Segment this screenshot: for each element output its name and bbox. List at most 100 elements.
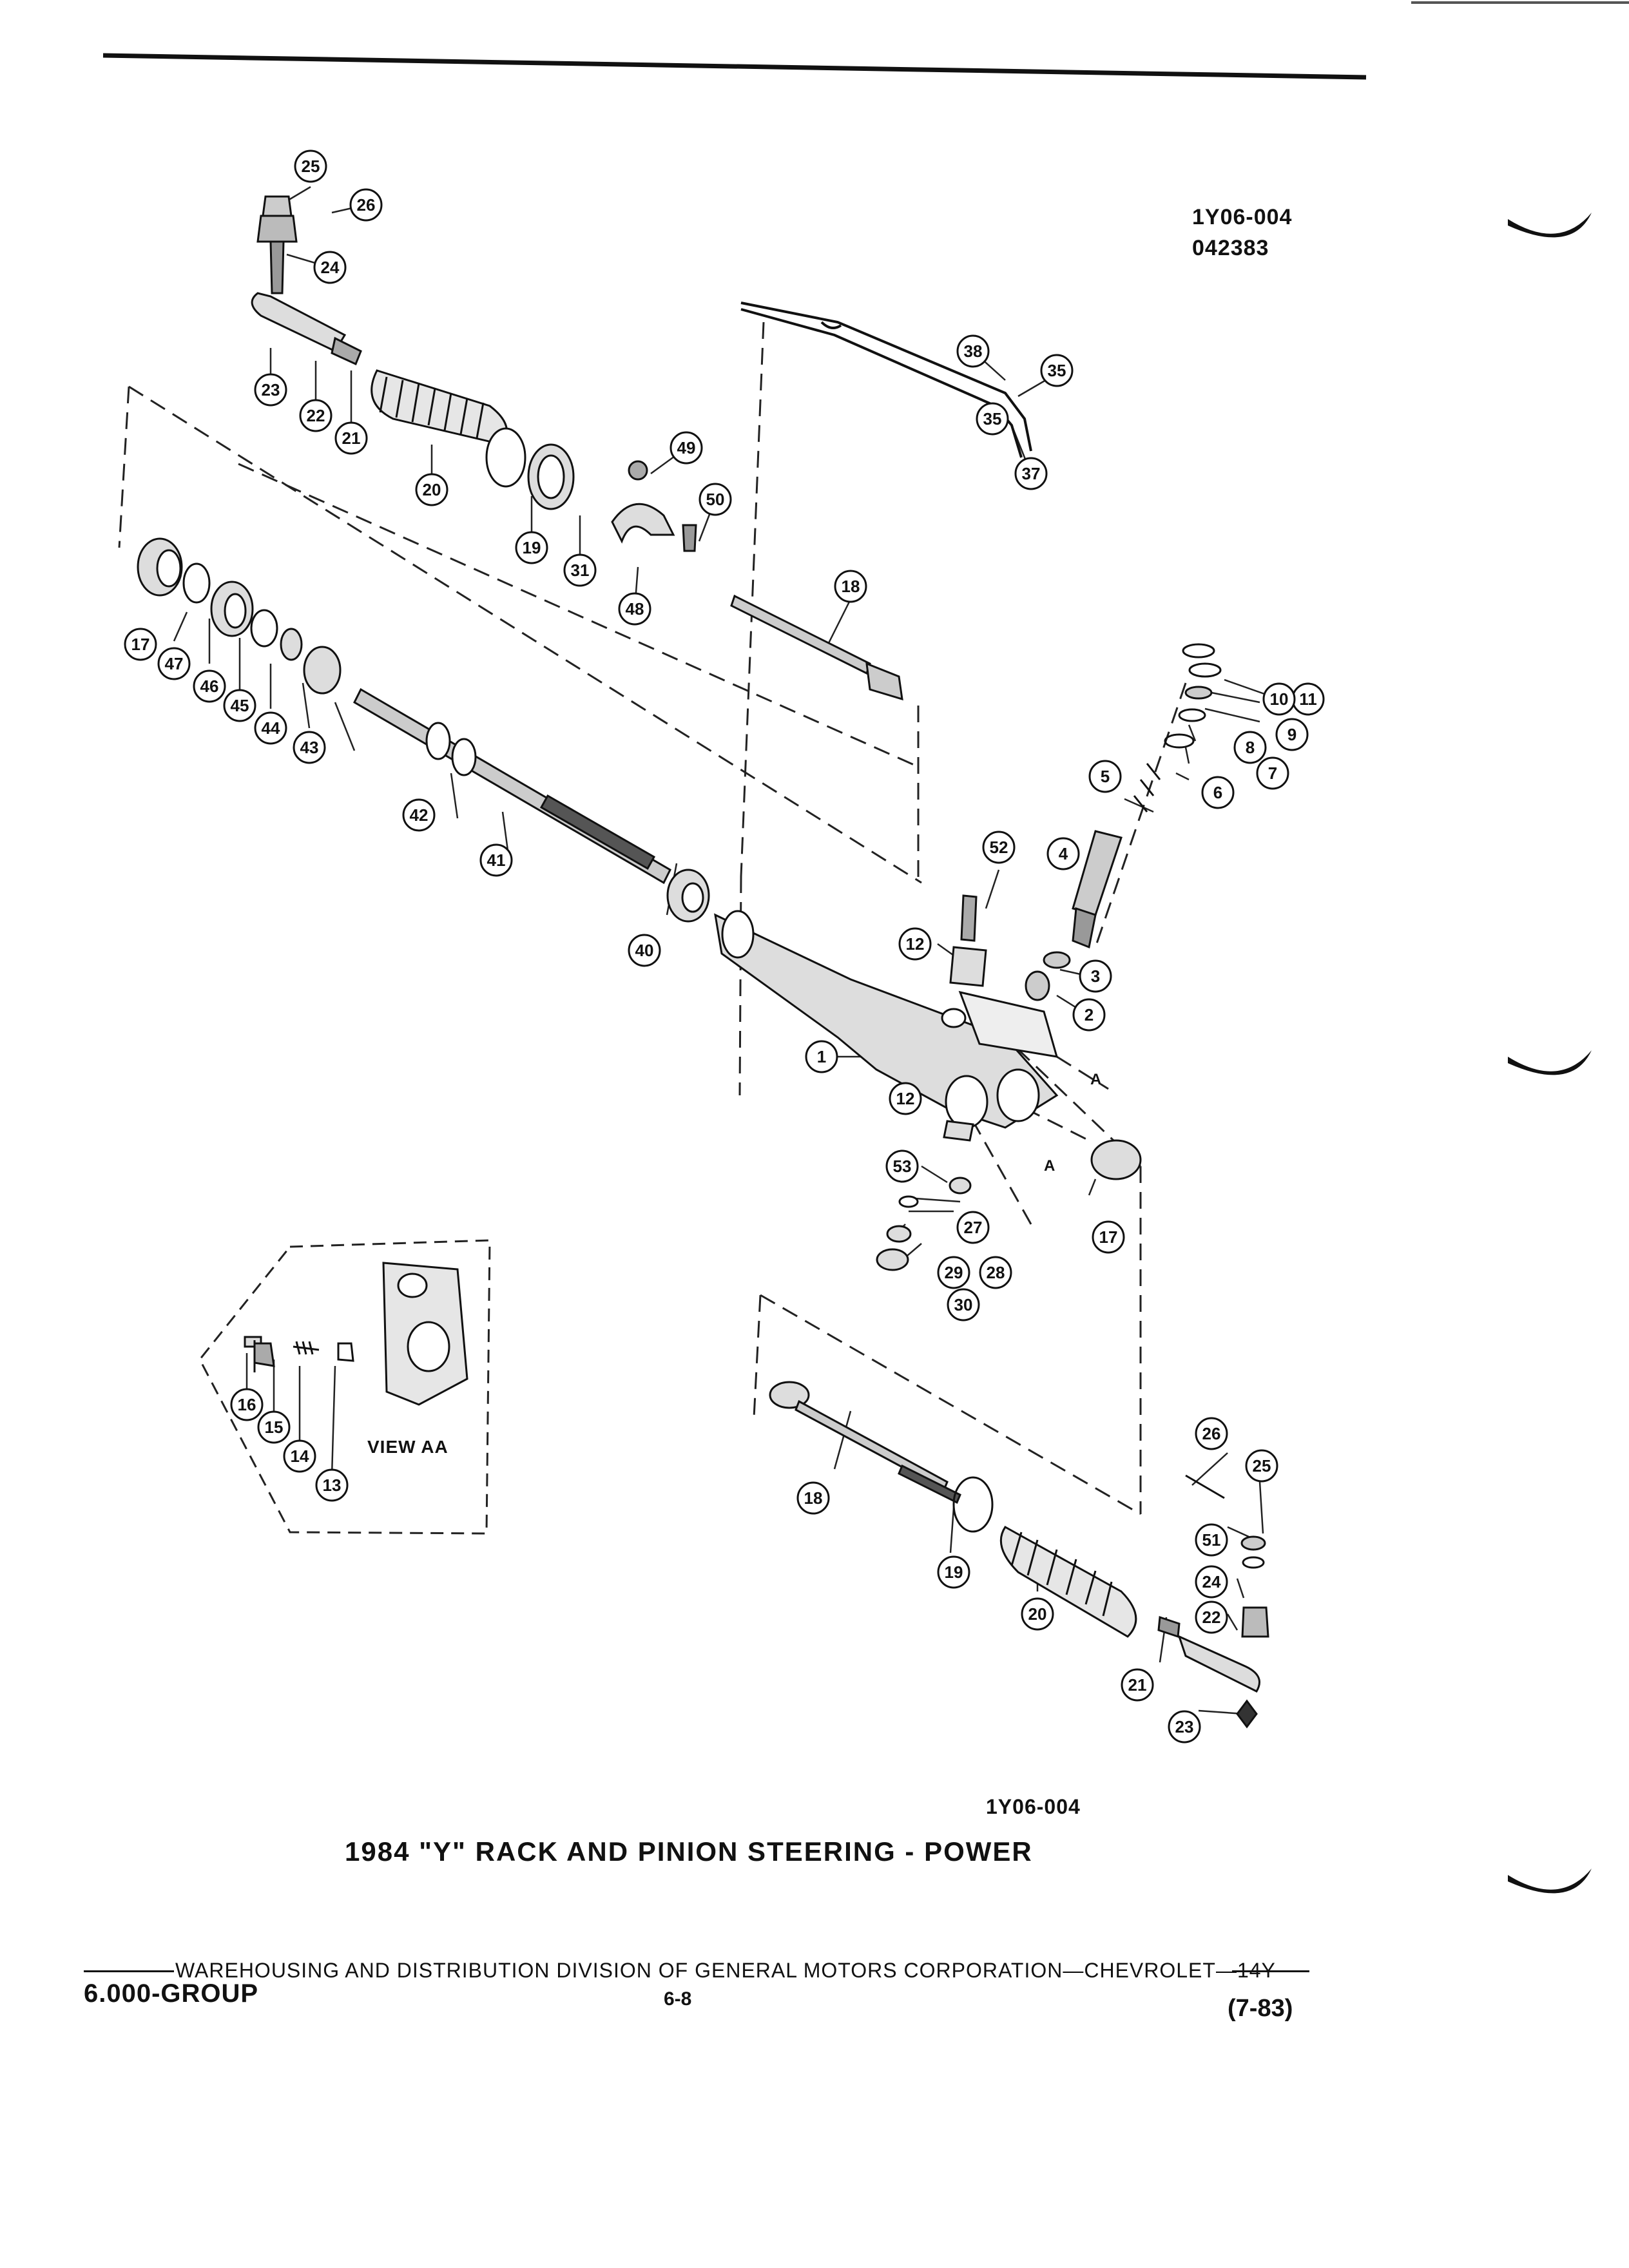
callout-17: 17 <box>124 628 157 661</box>
callout-circle <box>349 188 383 222</box>
callout-51: 51 <box>1195 1523 1228 1557</box>
callout-circle <box>889 1082 922 1115</box>
callout-circle <box>1195 1600 1228 1634</box>
callout-circle <box>1121 1668 1154 1702</box>
callout-11: 11 <box>1291 682 1325 716</box>
callout-44: 44 <box>254 711 287 745</box>
callout-number: 52 <box>990 838 1008 857</box>
callout-12: 12 <box>889 1082 922 1115</box>
callout-23: 23 <box>1168 1710 1201 1744</box>
footer-revision-date: (7-83) <box>1228 1995 1293 2022</box>
callout-circle <box>1201 776 1235 809</box>
figure-code: 1Y06-004 <box>986 1795 1081 1818</box>
mounting-clamp <box>611 460 697 552</box>
callout-30: 30 <box>947 1288 980 1321</box>
callout-number: 51 <box>1202 1530 1221 1550</box>
callout-number: 49 <box>677 438 696 457</box>
section-marker-a: A <box>1044 1157 1056 1175</box>
callout-1: 1 <box>805 1040 838 1073</box>
binding-marks <box>1508 213 1592 1894</box>
callout-43: 43 <box>293 731 326 764</box>
callout-25: 25 <box>294 149 327 183</box>
callout-31: 31 <box>563 553 597 587</box>
callout-2: 2 <box>1072 998 1106 1032</box>
callout-8: 8 <box>1233 731 1267 764</box>
section-marker-a: A <box>1090 1071 1103 1088</box>
callout-circle <box>157 647 191 680</box>
callout-circle <box>515 531 548 564</box>
callout-circle <box>618 592 651 626</box>
valve-pinion-assembly <box>1025 643 1222 1001</box>
callout-number: 31 <box>571 561 590 580</box>
top-rule <box>102 53 1367 80</box>
callout-number: 46 <box>200 677 219 696</box>
callout-number: 6 <box>1213 783 1222 802</box>
callout-circle <box>976 402 1009 436</box>
callout-number: 43 <box>300 738 319 757</box>
callout-5: 5 <box>1088 760 1122 793</box>
callout-number: 19 <box>523 538 541 557</box>
callout-number: 13 <box>323 1475 342 1495</box>
steering-gear-housing <box>714 910 1059 1129</box>
callout-circle <box>1233 731 1267 764</box>
callout-number: 44 <box>262 718 280 738</box>
callout-circle <box>1195 1417 1228 1450</box>
callout-circle <box>415 473 448 506</box>
callout-number: 21 <box>342 428 361 448</box>
callout-circle <box>1195 1523 1228 1557</box>
callout-14: 14 <box>283 1439 316 1473</box>
callout-number: 23 <box>262 380 280 399</box>
callout-circle <box>283 1439 316 1473</box>
callout-28: 28 <box>979 1256 1012 1289</box>
callout-number: 19 <box>945 1562 963 1582</box>
callout-circle <box>230 1388 264 1421</box>
view-aa-parts <box>244 1262 468 1406</box>
rack-gear <box>353 687 710 923</box>
callout-circle <box>1275 718 1309 751</box>
callout-layer: 2526242322212019314950481838353735174746… <box>124 149 1325 1744</box>
callout-52: 52 <box>982 831 1016 864</box>
callout-circle <box>834 570 867 603</box>
callout-37: 37 <box>1014 457 1048 490</box>
footer-group: 6.000-GROUP <box>84 1979 259 2008</box>
callout-15: 15 <box>257 1410 291 1444</box>
callout-number: 8 <box>1246 738 1255 757</box>
callout-48: 48 <box>618 592 651 626</box>
callout-circle <box>937 1555 970 1589</box>
callout-18: 18 <box>796 1481 830 1515</box>
callout-number: 5 <box>1101 767 1110 786</box>
inset-label: VIEW AA <box>367 1437 448 1457</box>
lower-tie-rod-assembly <box>769 1381 1269 1729</box>
callout-19: 19 <box>937 1555 970 1589</box>
date-code: 042383 <box>1192 236 1269 260</box>
view-aa-inset <box>198 1239 491 1535</box>
callout-21: 21 <box>334 421 368 455</box>
callout-18: 18 <box>834 570 867 603</box>
callout-circle <box>334 421 368 455</box>
callout-circle <box>254 711 287 745</box>
callout-45: 45 <box>223 689 256 722</box>
callout-24: 24 <box>313 251 347 284</box>
callout-number: 20 <box>1028 1604 1047 1624</box>
upper-tie-rod-assembly <box>251 195 575 510</box>
dashed-guides <box>118 322 1187 1515</box>
callout-circle <box>1256 756 1289 790</box>
callout-circle <box>628 934 661 967</box>
callout-circle <box>1014 457 1048 490</box>
callout-12: 12 <box>898 927 932 961</box>
callout-circle <box>402 798 436 832</box>
footer-division-line: WAREHOUSING AND DISTRIBUTION DIVISION OF… <box>175 1959 1276 1982</box>
callout-number: 24 <box>321 258 340 277</box>
callout-number: 23 <box>1175 1717 1194 1736</box>
callout-10: 10 <box>1262 682 1296 716</box>
callout-number: 45 <box>231 696 249 715</box>
footer-page-number: 6-8 <box>664 1988 692 2010</box>
callout-27: 27 <box>956 1211 990 1244</box>
callout-29: 29 <box>937 1256 970 1289</box>
callout-circle <box>1046 837 1080 870</box>
callout-circle <box>257 1410 291 1444</box>
callout-number: 15 <box>265 1418 284 1437</box>
callout-47: 47 <box>157 647 191 680</box>
callout-3: 3 <box>1079 959 1112 993</box>
